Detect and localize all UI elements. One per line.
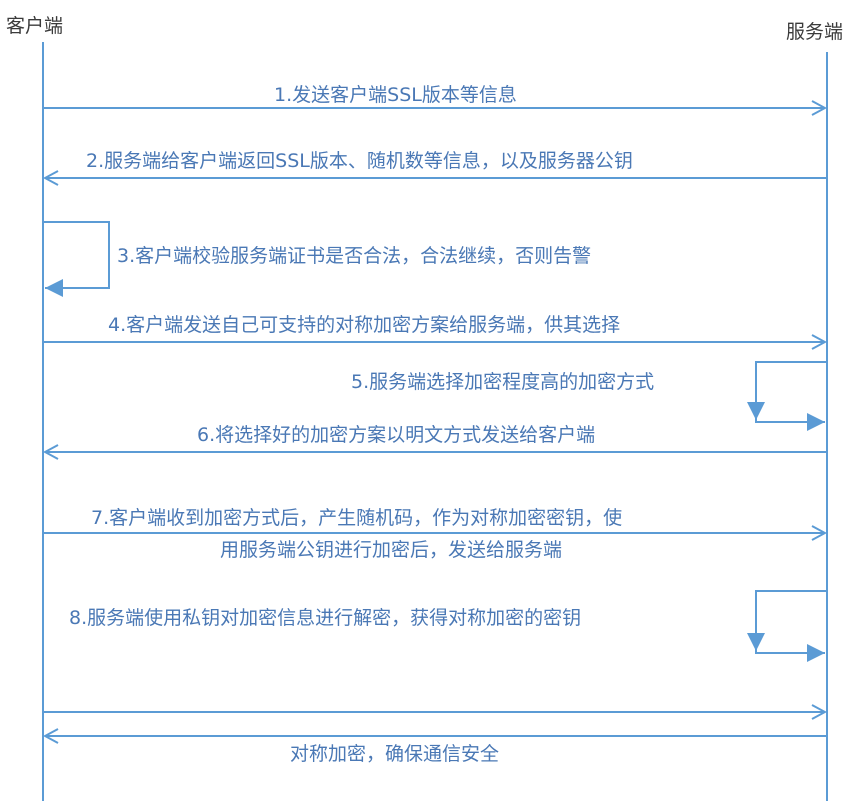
message-8-label: 8.服务端使用私钥对加密信息进行解密，获得对称加密的密钥 <box>69 607 581 629</box>
message-3-label: 3.客户端校验服务端证书是否合法，合法继续，否则告警 <box>117 245 591 267</box>
message-10-label: 对称加密，确保通信安全 <box>290 743 499 765</box>
message-6-label: 6.将选择好的加密方案以明文方式发送给客户端 <box>197 424 595 446</box>
message-7-label-line-1: 7.客户端收到加密方式后，产生随机码，作为对称加密密钥，使 <box>91 507 622 529</box>
message-3-self-loop-arrow <box>43 221 110 297</box>
server-actor-label: 服务端 <box>786 21 843 43</box>
message-7-label-line-2: 用服务端公钥进行加密后，发送给服务端 <box>220 539 562 561</box>
message-5-self-loop-arrow <box>755 361 827 431</box>
message-1-label: 1.发送客户端SSL版本等信息 <box>274 84 517 106</box>
message-8-self-loop-arrow <box>755 590 827 662</box>
message-4-label: 4.客户端发送自己可支持的对称加密方案给服务端，供其选择 <box>108 314 620 336</box>
message-5-label: 5.服务端选择加密程度高的加密方式 <box>351 371 654 393</box>
client-actor-label: 客户端 <box>6 15 63 37</box>
message-2-label: 2.服务端给客户端返回SSL版本、随机数等信息，以及服务器公钥 <box>86 150 633 172</box>
